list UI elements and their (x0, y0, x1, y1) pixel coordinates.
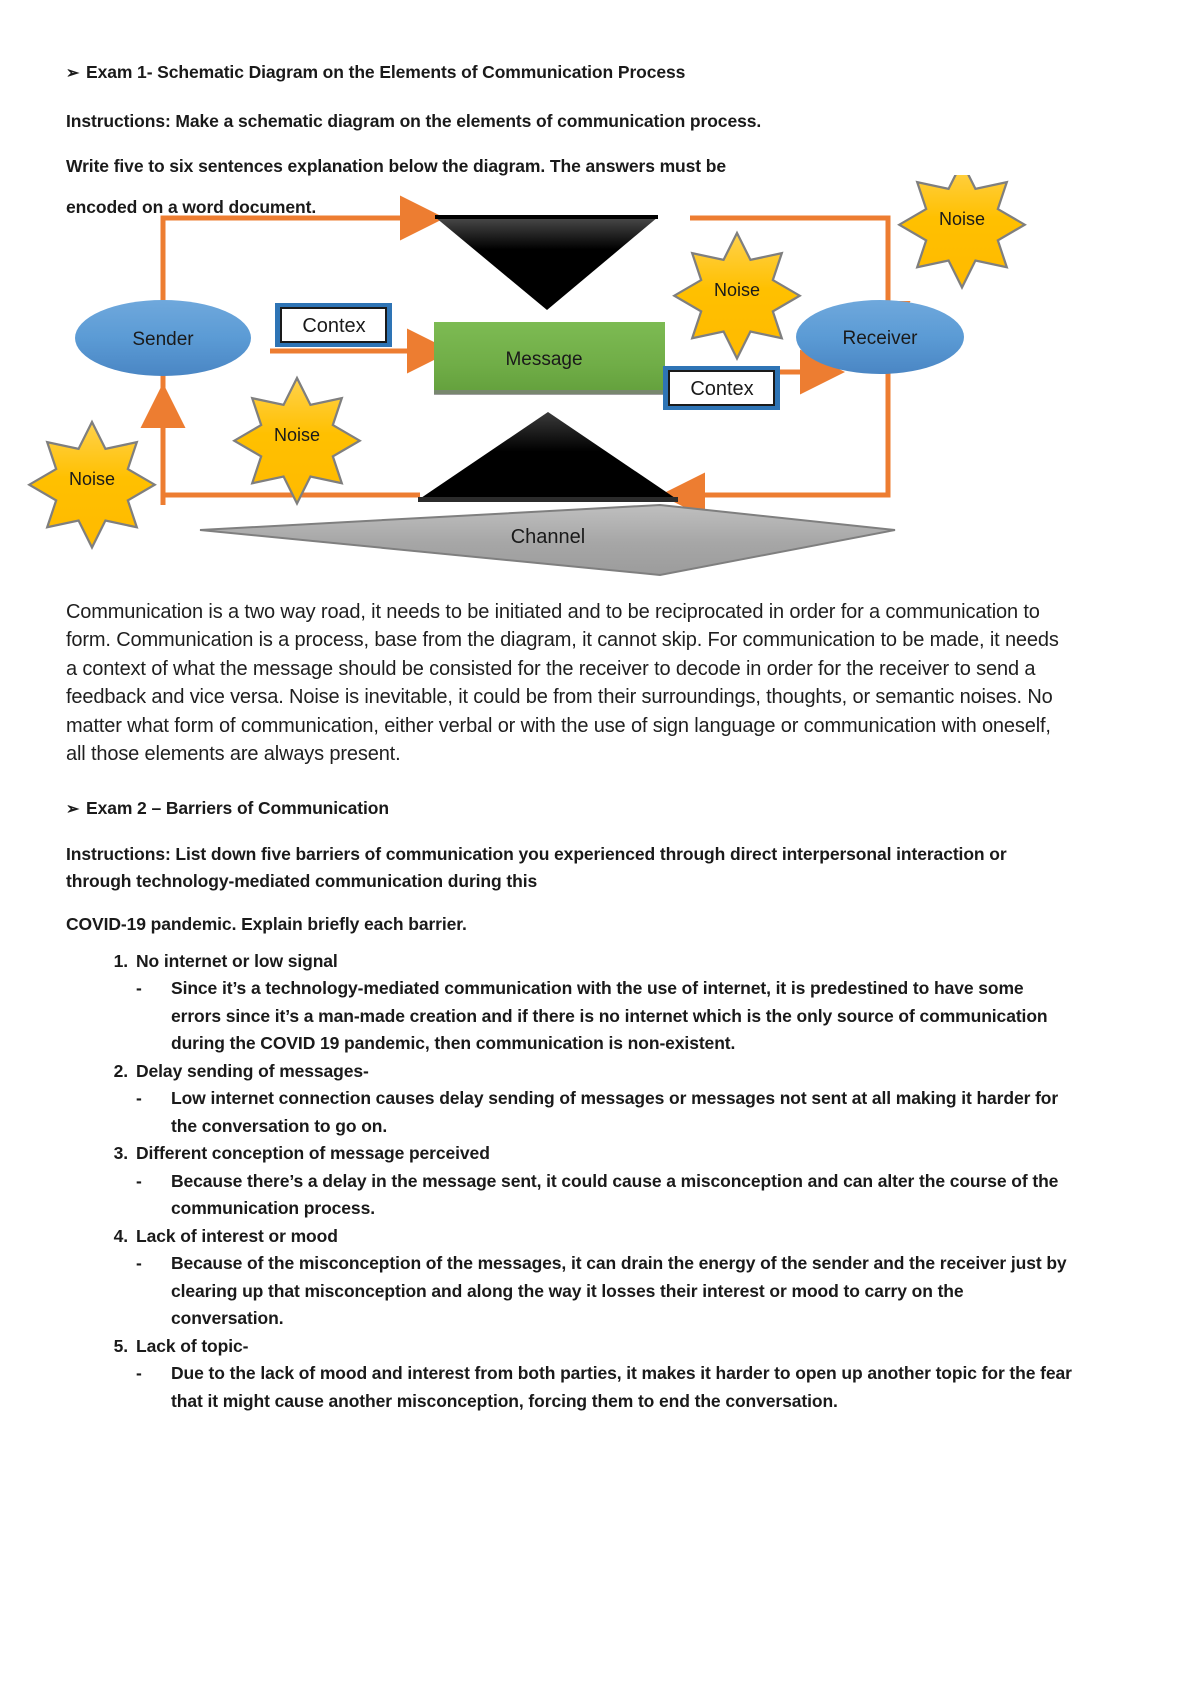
context-left-label: Contex (302, 315, 365, 337)
barrier-title-5: 5. Lack of topic- (66, 1333, 1076, 1360)
list-item: 1. No internet or low signal - Since it’s … (66, 948, 1076, 1058)
noise-star-left-middle (232, 375, 362, 506)
channel-label: Channel (511, 526, 586, 548)
noise-label-4: Noise (939, 209, 985, 229)
exam1-instruction-line-2: Write five to six sentences explanation … (66, 156, 726, 176)
noise-label-2: Noise (274, 425, 320, 445)
exam2-instruction-line-3: COVID-19 pandemic. Explain briefly each … (66, 914, 467, 934)
arrow-receiver-feedback (660, 368, 891, 518)
sender-node (75, 300, 251, 376)
barrier-detail-text-3: Because there’s a delay in the message s… (171, 1170, 1059, 1219)
message-label: Message (505, 349, 582, 370)
barrier-number-5: 5. (113, 1335, 129, 1356)
exam2-instruction-line-1: Instructions: List down five barriers of… (66, 844, 1007, 864)
exam2-instruction-line-2: through technology-mediated communicatio… (66, 871, 538, 891)
barrier-detail-4: - Because of the misconception of the mes… (66, 1250, 1076, 1333)
exam2-heading-text: Exam 2 – Barriers of Communication (86, 798, 389, 818)
arrow-decoder-to-receiver (690, 215, 911, 346)
arrow-bullet-icon: ➢ (66, 65, 80, 82)
list-item: 4. Lack of interest or mood - Because of t… (66, 1223, 1076, 1333)
barrier-title-2: 2. Delay sending of messages- (66, 1058, 1076, 1085)
receiver-node (796, 300, 964, 374)
barrier-title-text-5: Lack of topic- (136, 1335, 249, 1356)
noise-star-top-right (897, 175, 1027, 290)
barrier-title-text-2: Delay sending of messages- (136, 1061, 369, 1082)
barrier-title-3: 3. Different conception of message percei… (66, 1140, 1076, 1167)
barrier-number-4: 4. (113, 1225, 129, 1246)
exam2-heading: ➢ Exam 2 – Barriers of Communication (66, 798, 1076, 820)
barrier-number-2: 2. (113, 1061, 129, 1082)
communication-process-diagram: Channel Sender Receiver Message Co (0, 175, 1200, 580)
channel-shape (199, 503, 896, 577)
barrier-detail-text-1: Since it’s a technology-mediated communi… (171, 978, 1048, 1054)
barrier-title-text-4: Lack of interest or mood (136, 1225, 338, 1246)
noise-star-center-right (672, 230, 802, 361)
exam1-heading: ➢ Exam 1- Schematic Diagram on the Elemen… (66, 62, 1076, 84)
message-node (434, 322, 665, 395)
noise-star-left-bottom (27, 419, 157, 550)
context-box-left (275, 303, 392, 347)
barrier-detail-3: - Because there’s a delay in the message … (66, 1168, 1076, 1223)
barrier-title-text-1: No internet or low signal (136, 951, 338, 971)
barrier-title-1: 1. No internet or low signal (66, 948, 1076, 975)
context-box-right (663, 366, 780, 410)
barriers-list: 1. No internet or low signal - Since it’s … (66, 948, 1076, 1415)
barrier-dash-4: - (136, 1252, 142, 1273)
arrow-feedback-to-sender (140, 383, 420, 498)
barrier-detail-1: - Since it’s a technology-mediated commun… (66, 975, 1076, 1058)
list-item: 5. Lack of topic- - Due to the lack of moo… (66, 1333, 1076, 1415)
barrier-dash-5: - (136, 1363, 142, 1384)
exam1-heading-text: Exam 1- Schematic Diagram on the Element… (86, 62, 686, 82)
barrier-dash-3: - (136, 1170, 142, 1191)
barrier-detail-5: - Due to the lack of mood and interest fr… (66, 1360, 1076, 1415)
barrier-detail-text-2: Low internet connection causes delay sen… (171, 1088, 1059, 1136)
receiver-label: Receiver (843, 328, 919, 349)
barrier-dash-2: - (136, 1088, 142, 1109)
essay-paragraph: Communication is a two way road, it need… (66, 601, 1059, 765)
decoder-triangle-up (418, 412, 678, 502)
barrier-dash-1: - (136, 978, 142, 999)
noise-label-3: Noise (714, 280, 760, 300)
list-item: 2. Delay sending of messages- - Low intern… (66, 1058, 1076, 1140)
sender-label: Sender (132, 329, 194, 350)
barrier-detail-text-4: Because of the misconception of the mess… (171, 1252, 1067, 1329)
context-right-label: Contex (690, 378, 753, 400)
barrier-detail-text-5: Due to the lack of mood and interest fro… (171, 1363, 1072, 1411)
barrier-number-3: 3. (113, 1143, 129, 1164)
barrier-title-4: 4. Lack of interest or mood (66, 1223, 1076, 1250)
barrier-number-1: 1. (113, 951, 129, 971)
exam1-instruction-line-3: encoded on a word document. (66, 197, 317, 217)
arrow-bullet-icon-2: ➢ (66, 801, 80, 818)
list-item: 3. Different conception of message percei… (66, 1140, 1076, 1222)
exam1-instruction-line-1: Instructions: Make a schematic diagram o… (66, 111, 762, 131)
noise-label-1: Noise (69, 469, 115, 489)
barrier-title-text-3: Different conception of message perceive… (136, 1143, 490, 1164)
barrier-detail-2: - Low internet connection causes delay se… (66, 1085, 1076, 1140)
encoder-triangle-down (435, 215, 658, 310)
